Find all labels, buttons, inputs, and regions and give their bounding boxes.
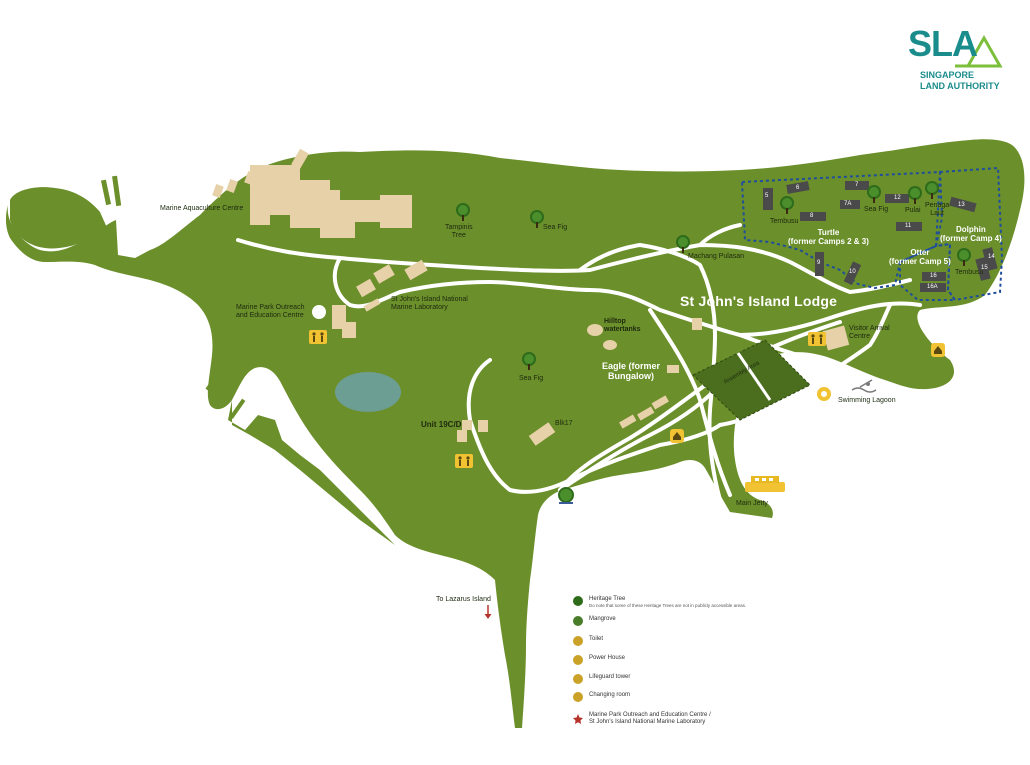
swimmer-icon [851, 379, 877, 393]
label-sea-fig-1: Sea Fig [543, 224, 568, 231]
legend-label: Power House [589, 655, 626, 661]
changing-room-icon [931, 343, 945, 357]
island-landmass [5, 139, 1025, 729]
label-to-lazarus: To Lazarus Island [436, 596, 491, 603]
outreach-marker [312, 305, 326, 319]
label-blk17: Blk17 [555, 420, 573, 427]
camp-zones [740, 166, 1004, 302]
heritage-trees [456, 181, 971, 370]
heritage-tree-icon [573, 596, 583, 606]
label-pulai: Pulai [905, 207, 921, 214]
toilet-icons [309, 330, 826, 468]
legend-item: Mangrove [573, 616, 616, 626]
label-swimming-lagoon: Swimming Lagoon [838, 397, 896, 404]
toilet-icon [573, 636, 583, 646]
otter-zone [899, 242, 957, 301]
label-hilltop: Hilltop watertanks [604, 318, 641, 334]
legend-label: Mangrove [589, 616, 616, 622]
buildings [212, 148, 850, 446]
legend-item: Marine Park Outreach and Education Centr… [589, 712, 711, 726]
west-spit [10, 187, 108, 249]
legend-label: Lifeguard tower [589, 674, 631, 680]
camp-buildings [763, 181, 998, 292]
label-tembusu-2: Tembusu [955, 269, 984, 276]
camp-number: 6 [796, 185, 800, 191]
legend-label: Marine Park Outreach and Education Centr… [589, 712, 711, 726]
legend-label: Heritage Tree [589, 596, 626, 602]
camp-number: 16 [930, 273, 937, 279]
legend-item: Power House [573, 655, 625, 665]
lifeguard-tower-icon [573, 674, 583, 684]
label-main-jetty: Main Jetty [736, 500, 768, 507]
label-turtle: Turtle (former Camps 2 & 3) [788, 228, 869, 247]
sla-logo: SLA [908, 23, 978, 64]
camp-number: 15 [981, 265, 988, 271]
camp-number: 10 [849, 269, 856, 275]
legend-label: Toilet [589, 636, 604, 642]
legend-star-icon [573, 714, 583, 724]
label-marine-aquaculture: Marine Aquaculture Centre [160, 205, 244, 212]
label-visitor-arrival: Visitor Arrival Centre [849, 325, 890, 341]
label-sea-fig-3: Sea Fig [864, 206, 889, 213]
sla-logo-mark [955, 34, 1003, 68]
label-dolphin: Dolphin (former Camp 4) [940, 225, 1002, 244]
camp-number: 9 [817, 260, 821, 266]
southwest-peninsula [228, 400, 395, 545]
label-tembusu-1: Tembusu [770, 218, 799, 225]
label-unit: Unit 19C/D [421, 420, 462, 429]
assembly-area [692, 339, 811, 421]
label-tampinis-tree: Tampinis Tree [445, 224, 473, 240]
power-house-icon [573, 655, 583, 665]
label-sea-fig-2: Sea Fig [519, 375, 544, 382]
label-national-lab: St John's Island National Marine Laborat… [391, 296, 468, 312]
sla-logo-line2: LAND AUTHORITY [920, 81, 1000, 91]
camp-number: 14 [988, 254, 995, 260]
label-otter: Otter (former Camp 5) [889, 248, 951, 267]
legend-item: Lifeguard tower [573, 674, 630, 684]
camp-number: 5 [765, 193, 769, 199]
camp-number: 12 [894, 195, 901, 201]
legend-label: Changing room [589, 692, 631, 698]
changing-room-icon [573, 692, 583, 702]
camp-number: 11 [905, 223, 912, 229]
legend-item: Toilet [573, 636, 603, 646]
camp-number: 16A [927, 284, 938, 290]
label-lodge: St John's Island Lodge [680, 293, 838, 309]
label-eagle: Eagle (former Bungalow) [602, 361, 661, 382]
lifeguard-tower-icon [817, 387, 831, 401]
ferry-icon [745, 476, 785, 492]
camp-number: 13 [958, 202, 965, 208]
legend-note: Do note that some of these Heritage Tree… [589, 603, 747, 609]
power-house-icon [670, 429, 684, 443]
sla-logo-line1: SINGAPORE [920, 70, 975, 80]
label-machang-pulasan: Machang Pulasan [688, 253, 745, 260]
legend-item: Changing room [573, 692, 630, 702]
camp-number: 8 [810, 213, 814, 219]
camp-number: 7A [844, 201, 852, 207]
mangrove-icon [558, 487, 574, 504]
camp-number: 7 [855, 182, 859, 188]
pond [335, 372, 401, 412]
label-penaga-laut: Penaga Laut [925, 202, 950, 218]
mangrove-icon [573, 616, 583, 626]
label-outreach-centre: Marine Park Outreach and Education Centr… [236, 304, 305, 320]
road-network [236, 223, 922, 502]
